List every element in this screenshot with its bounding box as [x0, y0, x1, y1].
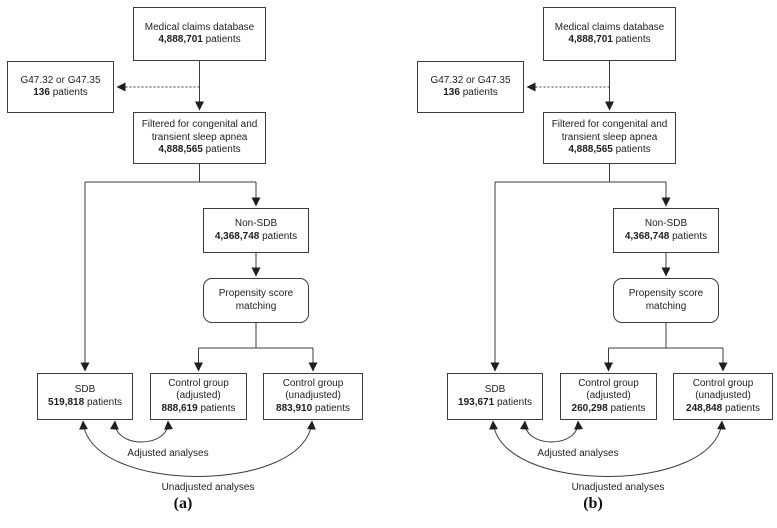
box-label: Filtered for congenital and: [141, 119, 258, 131]
count-suffix: patients: [610, 402, 646, 414]
box-filtered: Filtered for congenital and transient sl…: [133, 112, 266, 164]
box-control-adjusted: Control group (adjusted) 888,619 patient…: [150, 373, 247, 420]
box-medical-claims-database: Medical claims database 4,888,701 patien…: [543, 7, 676, 61]
box-count-line: 136 patients: [33, 87, 88, 100]
box-label: Control group: [282, 377, 344, 389]
box-count-line: 4,368,748 patients: [625, 231, 707, 244]
flowchart-panel-a: Medical claims database 4,888,701 patien…: [7, 7, 363, 512]
patient-count: 4,888,701: [568, 34, 613, 45]
count-suffix: patients: [462, 87, 498, 98]
count-suffix: patients: [262, 230, 298, 242]
box-label: SDB: [484, 384, 506, 395]
box-label: (adjusted): [176, 390, 221, 402]
count-suffix: patients: [724, 402, 760, 414]
count-suffix: patients: [672, 230, 708, 242]
box-count-line: 883,910 patients: [276, 403, 350, 416]
count-suffix: patients: [615, 144, 651, 156]
count-suffix: patients: [205, 34, 241, 45]
patient-count: 136: [443, 87, 460, 98]
box-label: (unadjusted): [695, 390, 751, 402]
patient-count: 248,848: [686, 402, 723, 414]
box-label: (unadjusted): [285, 390, 341, 402]
count-suffix: patients: [496, 396, 532, 408]
box-count-line: 4,368,748 patients: [215, 231, 297, 244]
patient-count: 136: [33, 87, 50, 98]
box-propensity-score-matching: Propensity score matching: [203, 278, 309, 323]
box-label: Medical claims database: [554, 21, 665, 33]
box-label: Control group: [692, 377, 754, 389]
adjusted-analyses-label: Adjusted analyses: [537, 448, 619, 459]
box-count-line: 888,619 patients: [162, 403, 236, 416]
box-label: G47.32 or G47.35: [430, 74, 511, 86]
count-suffix: patients: [205, 144, 241, 156]
panel-caption-b: (b): [583, 495, 603, 512]
curve-adjusted-analyses: [109, 420, 174, 443]
panel-caption-a: (a): [173, 495, 193, 512]
box-count-line: 193,671 patients: [458, 397, 532, 410]
box-label: G47.32 or G47.35: [20, 74, 101, 86]
box-count-line: 136 patients: [443, 87, 498, 100]
box-label: SDB: [74, 384, 96, 395]
count-suffix: patients: [615, 34, 651, 45]
box-control-adjusted: Control group (adjusted) 260,298 patient…: [560, 373, 657, 420]
box-control-unadjusted: Control group (unadjusted) 248,848 patie…: [673, 373, 773, 420]
box-excluded-g47: G47.32 or G47.35 136 patients: [7, 61, 114, 113]
count-suffix: patients: [86, 396, 122, 408]
box-excluded-g47: G47.32 or G47.35 136 patients: [417, 61, 524, 113]
patient-count: 888,619: [161, 402, 198, 414]
patient-count: 4,368,748: [214, 230, 260, 242]
box-label: transient sleep apnea: [151, 131, 248, 143]
patient-count: 193,671: [458, 396, 495, 408]
adjusted-analyses-label: Adjusted analyses: [127, 448, 209, 459]
box-label: Medical claims database: [144, 21, 255, 33]
patient-count: 4,368,748: [624, 230, 670, 242]
box-non-sdb: Non-SDB 4,368,748 patients: [203, 208, 309, 253]
box-count-line: 260,298 patients: [572, 403, 646, 416]
box-label: Control group: [168, 377, 229, 389]
box-count-line: 4,888,565 patients: [568, 144, 650, 157]
box-count-line: 248,848 patients: [686, 403, 760, 416]
flowchart-panel-b: Medical claims database 4,888,701 patien…: [410, 0, 777, 528]
curve-adjusted-analyses: [519, 420, 584, 443]
patient-count: 4,888,565: [568, 144, 613, 156]
box-count-line: 4,888,701 patients: [568, 34, 650, 47]
box-label: Propensity score: [628, 288, 704, 299]
patient-count: 4,888,565: [158, 144, 203, 156]
box-label: Propensity score: [218, 288, 294, 299]
box-count-line: 519,818 patients: [48, 397, 122, 410]
box-label: transient sleep apnea: [561, 131, 658, 143]
box-control-unadjusted: Control group (unadjusted) 883,910 patie…: [263, 373, 363, 420]
count-suffix: patients: [200, 402, 236, 414]
box-sdb: SDB 193,671 patients: [447, 373, 543, 420]
count-suffix: patients: [314, 402, 350, 414]
box-label: matching: [645, 300, 687, 312]
box-label: Non-SDB: [234, 218, 278, 229]
box-label: (adjusted): [586, 390, 631, 402]
count-suffix: patients: [52, 87, 88, 98]
box-medical-claims-database: Medical claims database 4,888,701 patien…: [133, 7, 266, 61]
box-count-line: 4,888,701 patients: [158, 34, 240, 47]
unadjusted-analyses-label: Unadjusted analyses: [571, 482, 665, 493]
box-label: Control group: [578, 377, 639, 389]
patient-count: 883,910: [276, 402, 313, 414]
patient-count: 260,298: [571, 402, 608, 414]
box-label: Non-SDB: [644, 218, 688, 229]
unadjusted-analyses-label: Unadjusted analyses: [161, 482, 255, 493]
box-label: matching: [235, 300, 277, 312]
box-sdb: SDB 519,818 patients: [37, 373, 133, 420]
box-propensity-score-matching: Propensity score matching: [613, 278, 719, 323]
box-label: Filtered for congenital and: [551, 119, 668, 131]
box-non-sdb: Non-SDB 4,368,748 patients: [613, 208, 719, 253]
patient-count: 519,818: [48, 396, 85, 408]
box-count-line: 4,888,565 patients: [158, 144, 240, 157]
box-filtered: Filtered for congenital and transient sl…: [543, 112, 676, 164]
patient-count: 4,888,701: [158, 34, 203, 45]
